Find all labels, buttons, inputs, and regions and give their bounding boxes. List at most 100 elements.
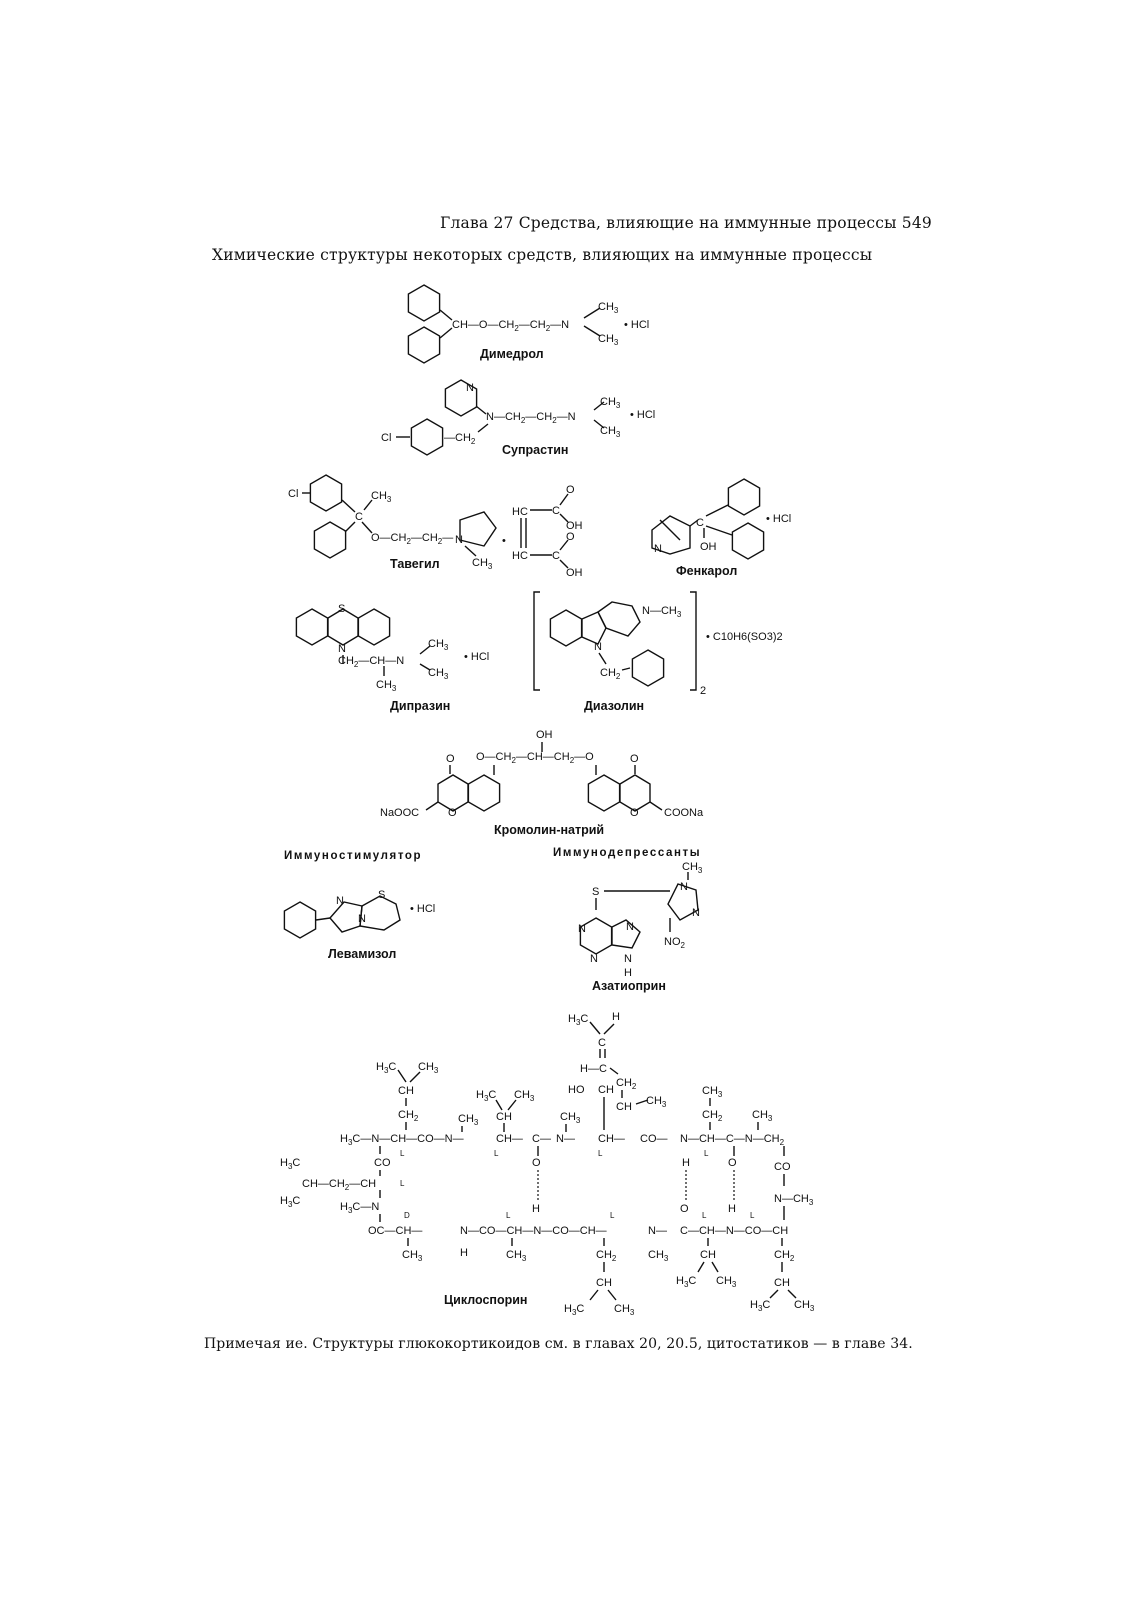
- svg-text:OH: OH: [566, 567, 583, 579]
- cyclosporin-label: Циклоспорин: [444, 1293, 527, 1307]
- svg-text:N: N: [626, 921, 634, 933]
- svg-text:CH: CH: [398, 1085, 414, 1097]
- svg-text:H3C: H3C: [280, 1195, 300, 1209]
- svg-text:HC: HC: [512, 506, 528, 518]
- svg-text:L: L: [704, 1149, 709, 1158]
- svg-text:CH3: CH3: [560, 1111, 581, 1125]
- svg-text:NaOOC: NaOOC: [380, 807, 419, 819]
- svg-text:N: N: [594, 641, 602, 653]
- svg-text:H3C: H3C: [476, 1089, 496, 1103]
- svg-text:CH3: CH3: [506, 1249, 527, 1263]
- svg-text:H3C: H3C: [564, 1303, 584, 1317]
- svg-text:N: N: [466, 382, 474, 394]
- diprazin-label: Дипразин: [390, 699, 450, 713]
- cyclosporin-structure: H3C H C H—C CH2 HO CH CH CH3 H3C CH3 CH …: [280, 1011, 815, 1317]
- svg-text:H: H: [612, 1011, 620, 1023]
- svg-text:CH—: CH—: [598, 1133, 625, 1145]
- fenkarol-label: Фенкарол: [676, 564, 737, 578]
- levamisole-salt: • HCl: [410, 903, 435, 915]
- dimedrol-structure: CH—O—CH2—CH2—N CH3 CH3 • HCl Димедрол: [407, 284, 649, 364]
- svg-text:H: H: [624, 967, 632, 979]
- svg-text:COONa: COONa: [664, 807, 704, 819]
- suprastin-label: Супрастин: [502, 443, 568, 457]
- svg-text:L: L: [702, 1211, 707, 1220]
- svg-text:CH3: CH3: [418, 1061, 439, 1075]
- svg-text:CH2: CH2: [600, 667, 621, 681]
- svg-text:S: S: [592, 886, 599, 898]
- svg-text:CH3: CH3: [428, 638, 449, 652]
- svg-text:CH3: CH3: [752, 1109, 773, 1123]
- svg-text:H3C: H3C: [750, 1299, 770, 1313]
- svg-text:CH3: CH3: [514, 1089, 535, 1103]
- svg-text:N—CH3: N—CH3: [774, 1193, 814, 1207]
- svg-text:CH—CH2—CH: CH—CH2—CH: [302, 1178, 376, 1192]
- suprastin-salt: • HCl: [630, 409, 655, 421]
- svg-text:N—CH2—CH2—N: N—CH2—CH2—N: [486, 411, 576, 425]
- svg-text:O: O: [566, 531, 575, 543]
- svg-text:OH: OH: [700, 541, 717, 553]
- svg-text:CH3: CH3: [472, 557, 493, 571]
- svg-text:CH2—CH—N: CH2—CH—N: [338, 655, 404, 669]
- svg-text:L: L: [494, 1149, 499, 1158]
- diazolin-label: Диазолин: [584, 699, 644, 713]
- svg-text:CH3: CH3: [600, 425, 621, 439]
- tavegil-structure: Cl C CH3 O—CH2—CH2— N CH3 • HC HC C O OH…: [288, 474, 583, 579]
- diprazin-structure: S N CH2—CH—N CH3 CH3 CH3 • HCl Дипразин: [295, 603, 489, 713]
- svg-text:C: C: [355, 511, 363, 523]
- fenkarol-structure: N C OH • HCl Фенкарол: [651, 478, 791, 578]
- svg-text:H3C: H3C: [280, 1157, 300, 1171]
- svg-text:CH2: CH2: [774, 1249, 795, 1263]
- svg-text:C: C: [552, 550, 560, 562]
- svg-text:CH3: CH3: [428, 667, 449, 681]
- svg-text:CH—: CH—: [496, 1133, 523, 1145]
- svg-text:N—CO—CH—N—CO—CH—: N—CO—CH—N—CO—CH—: [460, 1225, 607, 1237]
- svg-text:L: L: [506, 1211, 511, 1220]
- svg-text:N: N: [590, 953, 598, 965]
- svg-text:O: O: [630, 753, 639, 765]
- svg-text:H3C—N: H3C—N: [340, 1201, 379, 1215]
- svg-text:HO: HO: [568, 1084, 585, 1096]
- figure-caption: Химические структуры некоторых средств, …: [212, 246, 873, 264]
- svg-text:N—: N—: [648, 1225, 667, 1237]
- svg-text:D: D: [404, 1211, 410, 1220]
- svg-text:Cl: Cl: [288, 488, 298, 500]
- svg-text:CH3: CH3: [598, 333, 619, 347]
- svg-text:CO: CO: [374, 1157, 391, 1169]
- svg-text:S: S: [338, 603, 345, 615]
- svg-text:HC: HC: [512, 550, 528, 562]
- svg-text:O: O: [448, 807, 457, 819]
- page-header: Глава 27 Средства, влияющие на иммунные …: [440, 214, 932, 232]
- svg-text:CH3: CH3: [614, 1303, 635, 1317]
- dimedrol-salt: • HCl: [624, 319, 649, 331]
- tavegil-label: Тавегил: [390, 557, 440, 571]
- svg-text:CH3: CH3: [600, 396, 621, 410]
- footnote: Примечая ие. Структуры глюкокортикоидов …: [204, 1336, 913, 1352]
- svg-text:CH: CH: [596, 1277, 612, 1289]
- svg-text:CH3: CH3: [376, 679, 397, 693]
- svg-text:H3C: H3C: [568, 1013, 588, 1027]
- svg-text:CH3: CH3: [371, 490, 392, 504]
- svg-text:O—CH2—CH2—: O—CH2—CH2—: [371, 532, 453, 546]
- svg-text:N: N: [654, 543, 662, 555]
- svg-text:CH3: CH3: [794, 1299, 815, 1313]
- svg-text:CH2: CH2: [596, 1249, 617, 1263]
- svg-text:H: H: [460, 1247, 468, 1259]
- azathioprine-structure: S N N N N H N CH3 N NO2 Азатиоприн: [578, 861, 703, 993]
- svg-text:CH3: CH3: [598, 301, 619, 315]
- svg-text:C: C: [598, 1037, 606, 1049]
- svg-text:L: L: [750, 1211, 755, 1220]
- svg-text:N: N: [358, 913, 366, 925]
- svg-text:H: H: [728, 1203, 736, 1215]
- suprastin-structure: N N—CH2—CH2—N CH3 CH3 • HCl Cl —CH2 Супр…: [381, 379, 655, 457]
- svg-text:CH2: CH2: [398, 1109, 419, 1123]
- svg-text:L: L: [598, 1149, 603, 1158]
- svg-text:CH—O—CH2—CH2—N: CH—O—CH2—CH2—N: [452, 319, 569, 333]
- svg-text:H: H: [532, 1203, 540, 1215]
- svg-text:N: N: [680, 881, 688, 893]
- svg-text:CH3: CH3: [458, 1113, 479, 1127]
- svg-text:2: 2: [700, 685, 706, 697]
- svg-text:N: N: [692, 907, 700, 919]
- svg-text:CH2: CH2: [702, 1109, 723, 1123]
- svg-text:CH3: CH3: [702, 1085, 723, 1099]
- svg-text:NO2: NO2: [664, 936, 686, 950]
